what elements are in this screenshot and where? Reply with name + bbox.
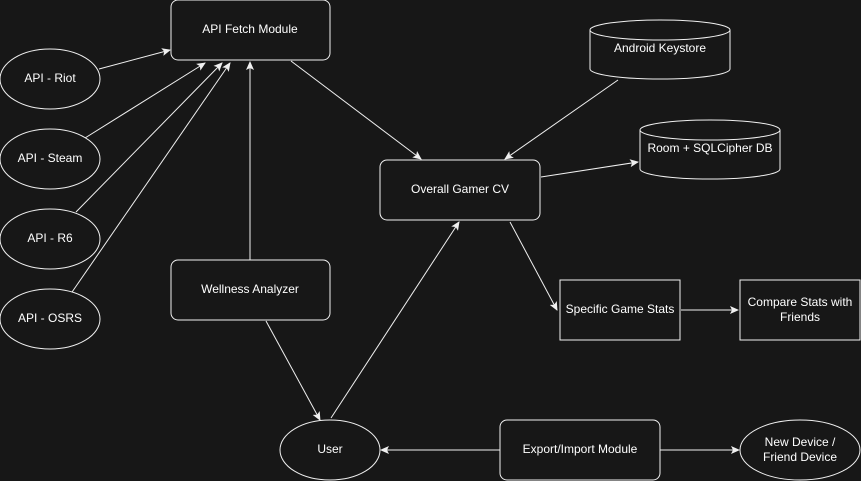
node-wellness-analyzer-label: Wellness Analyzer <box>201 282 299 296</box>
node-specific-game-stats[interactable]: Specific Game Stats <box>559 279 681 341</box>
node-overall-gamer-cv[interactable]: Overall Gamer CV <box>379 159 541 221</box>
node-api-steam-label: API - Steam <box>18 151 83 165</box>
edge-wellness-to-user <box>265 320 321 421</box>
edge-r6-to-fetch <box>75 62 223 213</box>
node-room-sqlcipher-db-label: Room + SQLCipher DB <box>647 141 772 155</box>
node-new-device[interactable]: New Device / Friend Device <box>739 419 861 481</box>
node-new-device-label-line1: New Device / <box>765 435 836 449</box>
node-new-device-label-line2: Friend Device <box>763 450 837 464</box>
node-user[interactable]: User <box>279 419 381 481</box>
edge-cv-to-db <box>540 159 639 178</box>
node-api-riot[interactable]: API - Riot <box>0 48 101 110</box>
edge-keystore-to-cv <box>504 79 619 160</box>
node-compare-stats[interactable]: Compare Stats with Friends <box>739 279 861 341</box>
node-specific-game-stats-label: Specific Game Stats <box>566 302 675 316</box>
edge-user-to-cv <box>330 221 460 419</box>
node-android-keystore-label: Android Keystore <box>614 41 706 55</box>
edge-riot-to-fetch <box>98 48 171 70</box>
node-api-fetch-module-label: API Fetch Module <box>202 22 298 36</box>
edge-osrs-to-fetch <box>69 62 231 296</box>
node-api-fetch-module[interactable]: API Fetch Module <box>170 0 331 61</box>
edge-steam-to-fetch <box>84 62 206 139</box>
node-api-r6[interactable]: API - R6 <box>0 208 101 270</box>
node-user-label: User <box>317 442 342 456</box>
node-export-import-module-label: Export/Import Module <box>523 442 638 456</box>
node-api-r6-label: API - R6 <box>27 231 73 245</box>
node-api-osrs-label: API - OSRS <box>18 311 82 325</box>
node-api-steam[interactable]: API - Steam <box>0 128 101 190</box>
node-api-osrs[interactable]: API - OSRS <box>0 288 101 350</box>
node-overall-gamer-cv-label: Overall Gamer CV <box>411 182 509 196</box>
node-wellness-analyzer[interactable]: Wellness Analyzer <box>170 259 331 321</box>
edge-fetch-to-cv <box>290 60 422 160</box>
node-compare-stats-label-line2: Friends <box>780 310 820 324</box>
node-export-import-module[interactable]: Export/Import Module <box>499 419 661 481</box>
edge-cv-to-gamestats <box>509 221 558 311</box>
node-room-sqlcipher-db[interactable]: Room + SQLCipher DB <box>639 119 781 180</box>
node-compare-stats-label-line1: Compare Stats with <box>748 295 853 309</box>
edges <box>69 48 740 454</box>
node-api-riot-label: API - Riot <box>24 71 76 85</box>
node-android-keystore[interactable]: Android Keystore <box>589 19 731 80</box>
